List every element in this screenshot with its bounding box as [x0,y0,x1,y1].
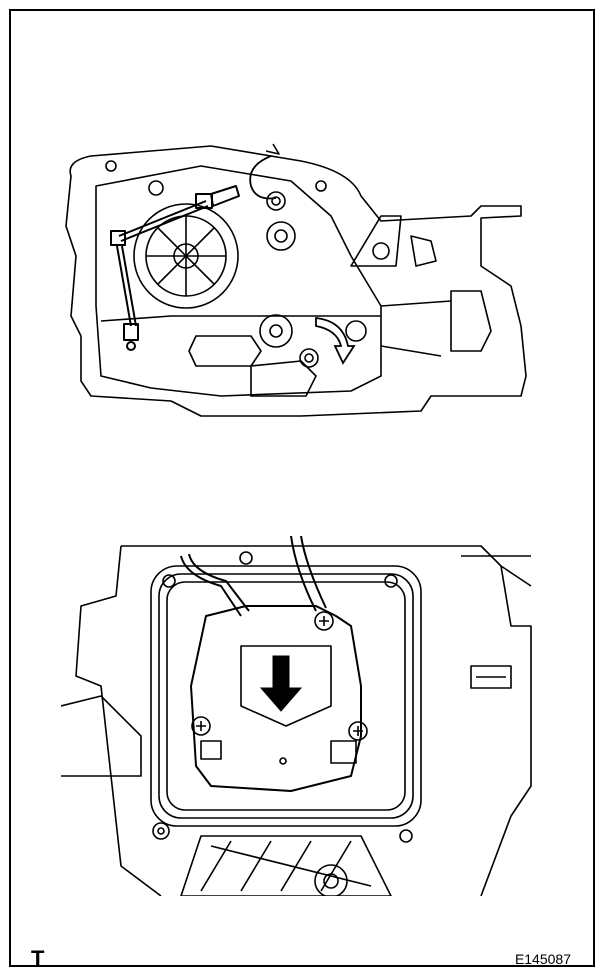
rotation-arrow-icon [249,155,277,200]
headlamp-assembly-view [65,143,527,417]
corner-mark: T [31,946,45,971]
figure-code: E145087 [514,951,571,967]
turn-direction-arrow-icon [315,316,356,365]
push-down-arrow-icon [259,655,303,712]
leveling-motor-view [61,536,532,896]
illustration-frame: T E145087 [9,9,595,971]
